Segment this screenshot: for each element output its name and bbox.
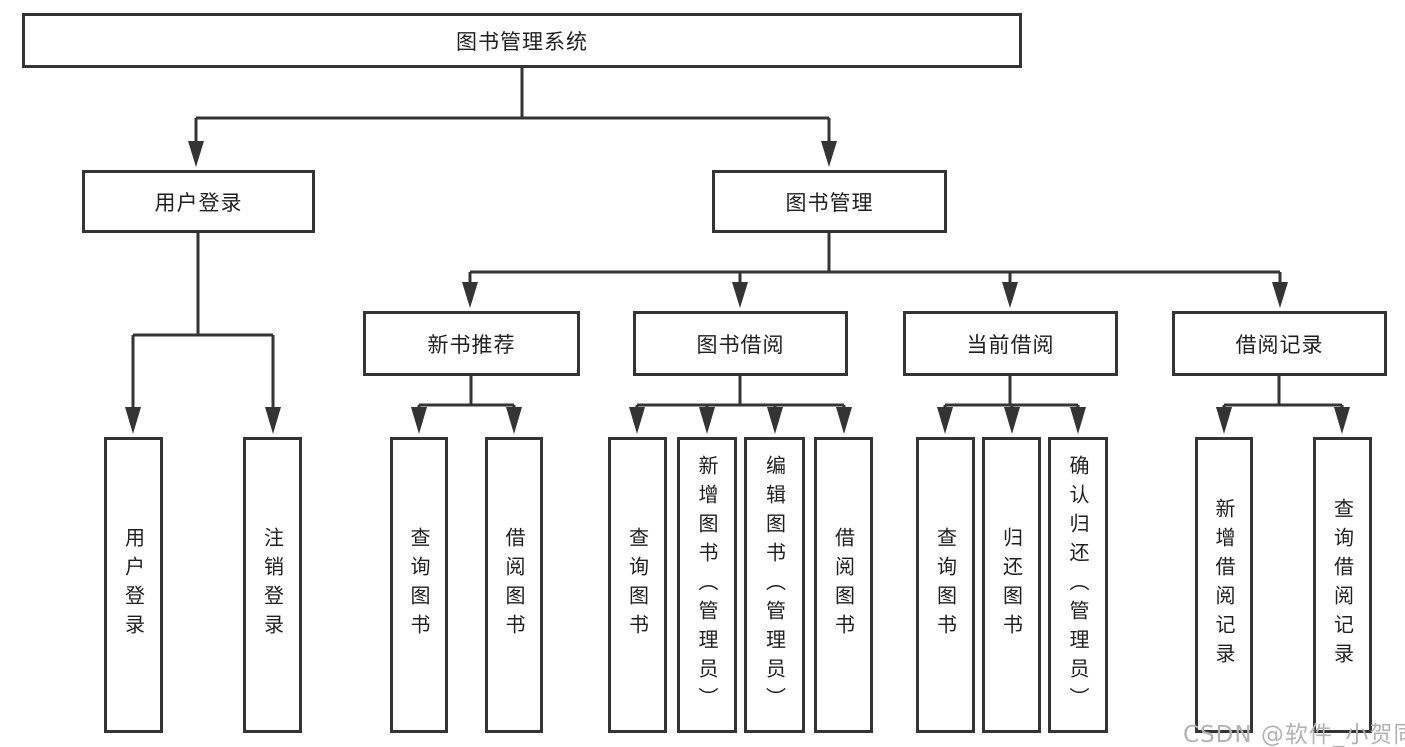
leaf-label: 归还图书 xyxy=(999,527,1024,643)
node-borrow-records: 借阅记录 xyxy=(1172,311,1387,376)
leaf-label: 确认归还（管理员） xyxy=(1066,454,1090,716)
node-label: 用户登录 xyxy=(154,190,243,215)
leaf-query-books-2: 查询图书 xyxy=(608,437,667,733)
leaf-logout: 注销登录 xyxy=(243,437,302,733)
leaf-label: 查询图书 xyxy=(625,527,650,643)
leaf-edit-book-admin: 编辑图书（管理员） xyxy=(744,437,805,733)
leaf-add-borrow-record: 新增借阅记录 xyxy=(1195,437,1253,733)
leaf-borrow-books-1: 借阅图书 xyxy=(485,437,543,733)
node-current-borrow: 当前借阅 xyxy=(903,311,1118,376)
node-label: 新书推荐 xyxy=(427,332,516,357)
leaf-label: 编辑图书（管理员） xyxy=(762,454,787,716)
leaf-label: 借阅图书 xyxy=(831,527,856,643)
node-label: 图书借阅 xyxy=(696,332,785,357)
node-label: 当前借阅 xyxy=(966,332,1055,357)
leaf-confirm-return-admin: 确认归还（管理员） xyxy=(1048,437,1108,733)
leaf-label: 用户登录 xyxy=(121,527,146,643)
leaf-label: 查询图书 xyxy=(407,527,431,643)
node-user-login: 用户登录 xyxy=(82,170,315,233)
leaf-label: 新增借阅记录 xyxy=(1212,498,1236,672)
node-root: 图书管理系统 xyxy=(22,13,1022,68)
node-label: 借阅记录 xyxy=(1235,332,1324,357)
node-book-management: 图书管理 xyxy=(712,170,947,233)
node-label: 图书管理 xyxy=(785,190,874,215)
node-new-book-recommend: 新书推荐 xyxy=(363,311,580,376)
node-root-label: 图书管理系统 xyxy=(456,29,588,54)
csdn-watermark: CSDN @软件_小贺同学 xyxy=(1183,722,1405,747)
leaf-add-book-admin: 新增图书（管理员） xyxy=(677,437,737,733)
leaf-label: 注销登录 xyxy=(260,527,285,643)
leaf-label: 借阅图书 xyxy=(502,527,526,643)
leaf-query-books-1: 查询图书 xyxy=(390,437,448,733)
leaf-query-borrow-record: 查询借阅记录 xyxy=(1313,437,1372,733)
leaf-user-login: 用户登录 xyxy=(104,437,163,733)
leaf-query-books-3: 查询图书 xyxy=(916,437,975,733)
node-book-borrow: 图书借阅 xyxy=(633,311,848,376)
leaf-label: 查询借阅记录 xyxy=(1330,498,1355,672)
leaf-label: 查询图书 xyxy=(933,527,958,643)
leaf-label: 新增图书（管理员） xyxy=(695,454,719,716)
leaf-return-book: 归还图书 xyxy=(982,437,1041,733)
leaf-borrow-books-2: 借阅图书 xyxy=(814,437,873,733)
